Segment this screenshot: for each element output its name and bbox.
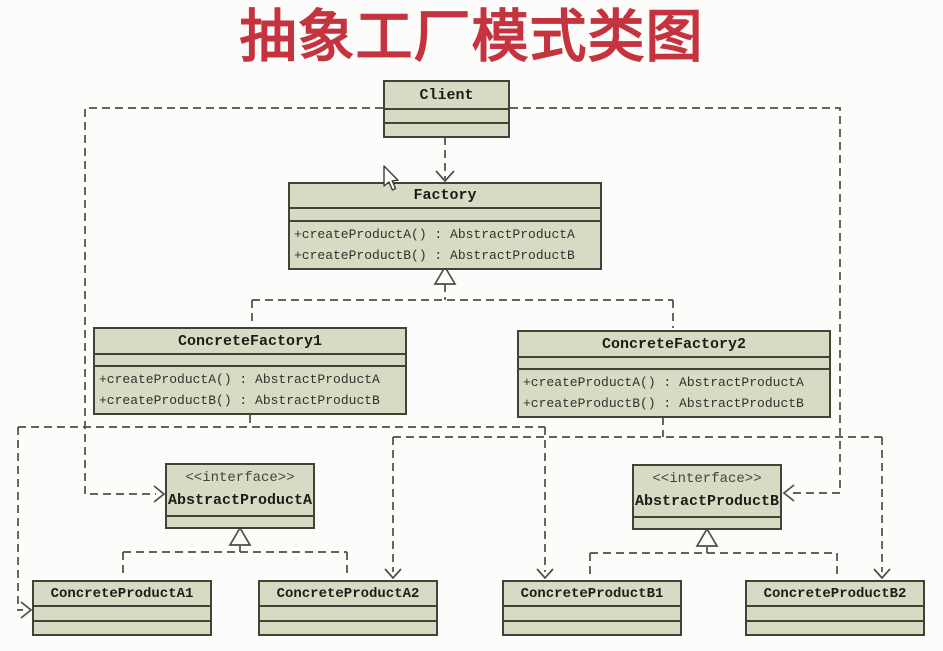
dependency-client-abstractproductb	[510, 107, 841, 494]
arrowhead-factory2-productb2	[873, 568, 891, 580]
interface-abstract-product-a-operations	[167, 515, 313, 527]
class-concrete-factory-1-attributes	[95, 353, 405, 365]
mouse-cursor-icon	[383, 165, 399, 191]
class-factory-operations: +createProductA() : AbstractProductA +cr…	[290, 220, 600, 268]
class-factory-name: Factory	[413, 187, 477, 204]
class-concrete-factory-1-name: ConcreteFactory1	[177, 332, 323, 350]
class-concrete-product-b1-operations	[504, 620, 680, 634]
triangle-abstractproducta-realization	[228, 526, 252, 546]
arrowhead-client-factory	[435, 170, 455, 183]
method-line: +createProductB() : AbstractProductB	[523, 396, 804, 411]
class-client-operations	[385, 122, 508, 136]
diagram-title: 抽象工厂模式类图	[239, 5, 704, 69]
class-concrete-product-a1-attributes	[34, 605, 210, 620]
triangle-abstractproductb-realization	[695, 527, 719, 547]
class-concrete-product-a2-operations	[260, 620, 436, 634]
arrowhead-factory2-producta2	[384, 568, 402, 580]
class-concrete-product-b2-operations	[747, 620, 923, 634]
class-concrete-product-a2: ConcreteProductA2	[258, 580, 438, 636]
class-concrete-product-b2-name: ConcreteProductB2	[763, 585, 907, 602]
class-concrete-product-b1-name: ConcreteProductB1	[520, 585, 664, 602]
class-concrete-product-a1: ConcreteProductA1	[32, 580, 212, 636]
class-concrete-product-b2-attributes	[747, 605, 923, 620]
class-concrete-product-a2-name: ConcreteProductA2	[276, 585, 420, 602]
class-factory-attributes	[290, 207, 600, 220]
interface-abstract-product-b: <<interface>> AbstractProductB	[632, 464, 782, 530]
method-line: +createProductA() : AbstractProductA	[99, 372, 380, 387]
stereotype-label: <<interface>>	[652, 471, 762, 487]
class-concrete-product-a1-operations	[34, 620, 210, 634]
arrowhead-client-abstractproductb	[782, 484, 795, 502]
interface-abstract-product-a: <<interface>> AbstractProductA	[165, 463, 315, 529]
method-line: +createProductA() : AbstractProductA	[294, 227, 575, 242]
interface-abstract-product-b-name: AbstractProductB	[634, 493, 780, 510]
class-concrete-factory-2: ConcreteFactory2 +createProductA() : Abs…	[517, 330, 831, 418]
realization-rail-abstractproductb	[589, 547, 838, 578]
class-concrete-factory-1-operations: +createProductA() : AbstractProductA +cr…	[95, 365, 405, 413]
class-concrete-product-a1-name: ConcreteProductA1	[50, 585, 194, 602]
arrowhead-client-abstractproducta	[153, 485, 166, 503]
class-concrete-product-b1: ConcreteProductB1	[502, 580, 682, 636]
dependency-client-abstractproducta	[84, 107, 383, 495]
class-concrete-factory-2-attributes	[519, 356, 829, 368]
class-concrete-product-b1-attributes	[504, 605, 680, 620]
class-concrete-factory-2-name: ConcreteFactory2	[601, 335, 747, 353]
class-factory: Factory +createProductA() : AbstractProd…	[288, 182, 602, 270]
realization-rail-abstractproducta	[122, 546, 348, 578]
stereotype-label: <<interface>>	[185, 470, 295, 486]
class-client-attributes	[385, 108, 508, 122]
interface-abstract-product-b-operations	[634, 516, 780, 528]
method-line: +createProductB() : AbstractProductB	[99, 393, 380, 408]
class-concrete-factory-1: ConcreteFactory1 +createProductA() : Abs…	[93, 327, 407, 415]
method-line: +createProductB() : AbstractProductB	[294, 248, 575, 263]
interface-abstract-product-b-header: <<interface>> AbstractProductB	[634, 466, 780, 516]
class-client: Client	[383, 80, 510, 138]
generalization-rail-factory	[251, 284, 674, 328]
interface-abstract-product-a-header: <<interface>> AbstractProductA	[167, 465, 313, 515]
arrowhead-factory1-productb1	[536, 568, 554, 580]
class-client-name: Client	[419, 86, 474, 104]
arrowhead-factory1-producta1	[20, 601, 33, 619]
method-line: +createProductA() : AbstractProductA	[523, 375, 804, 390]
class-concrete-factory-2-operations: +createProductA() : AbstractProductA +cr…	[519, 368, 829, 416]
class-concrete-product-b2: ConcreteProductB2	[745, 580, 925, 636]
interface-abstract-product-a-name: AbstractProductA	[167, 492, 313, 509]
class-concrete-product-a2-attributes	[260, 605, 436, 620]
